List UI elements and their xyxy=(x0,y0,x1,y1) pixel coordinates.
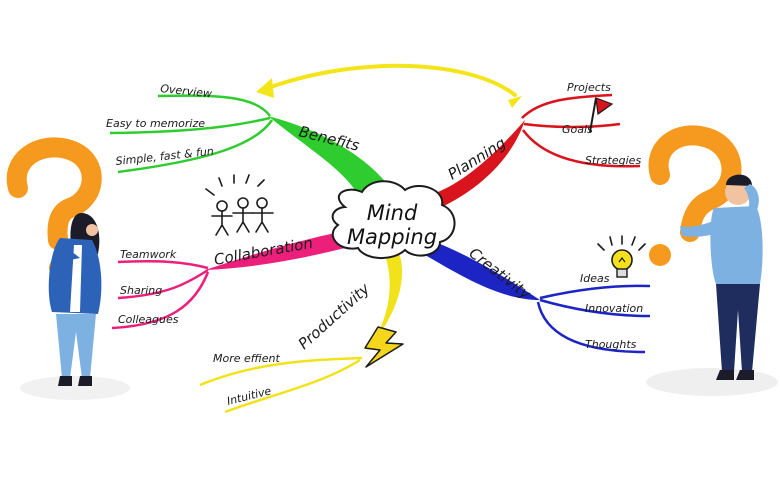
leaf-thoughts: Thoughts xyxy=(585,338,637,351)
leaf-more-effient: More effient xyxy=(213,352,281,365)
center-node: Mind Mapping xyxy=(331,180,456,259)
leaf-overview: Overview xyxy=(160,82,213,100)
left-person-illustration xyxy=(48,212,102,386)
branch-collaboration xyxy=(111,232,345,330)
lightning-icon xyxy=(364,326,404,368)
stick-figures-icon xyxy=(205,174,274,236)
branch-creativity xyxy=(425,240,651,354)
lightbulb-icon xyxy=(597,235,646,278)
branch-label-productivity: Productivity xyxy=(295,279,374,353)
question-mark-icon-right xyxy=(648,125,742,266)
leaf-innovation: Innovation xyxy=(585,302,643,315)
leaf-strategies: Strategies xyxy=(585,154,641,167)
branch-planning xyxy=(430,93,641,210)
leaf-sharing: Sharing xyxy=(120,284,162,297)
leaf-teamwork: Teamwork xyxy=(120,248,177,261)
branch-benefits xyxy=(109,94,395,198)
leaf-ideas: Ideas xyxy=(580,272,610,285)
branch-productivity xyxy=(199,250,403,414)
leaf-projects: Projects xyxy=(567,81,611,94)
center-title-line1: Mind xyxy=(367,201,418,225)
right-person-illustration xyxy=(680,174,763,380)
flag-icon xyxy=(589,97,614,133)
center-title-line2: Mapping xyxy=(347,225,437,249)
left-ground-shadow xyxy=(20,376,130,400)
leaf-easy-to-memorize: Easy to memorize xyxy=(106,117,205,130)
leaf-colleagues: Colleagues xyxy=(118,313,179,326)
curved-arrow-icon xyxy=(256,63,522,108)
right-ground-shadow xyxy=(646,368,778,396)
leaf-goals: Goals xyxy=(562,123,593,136)
